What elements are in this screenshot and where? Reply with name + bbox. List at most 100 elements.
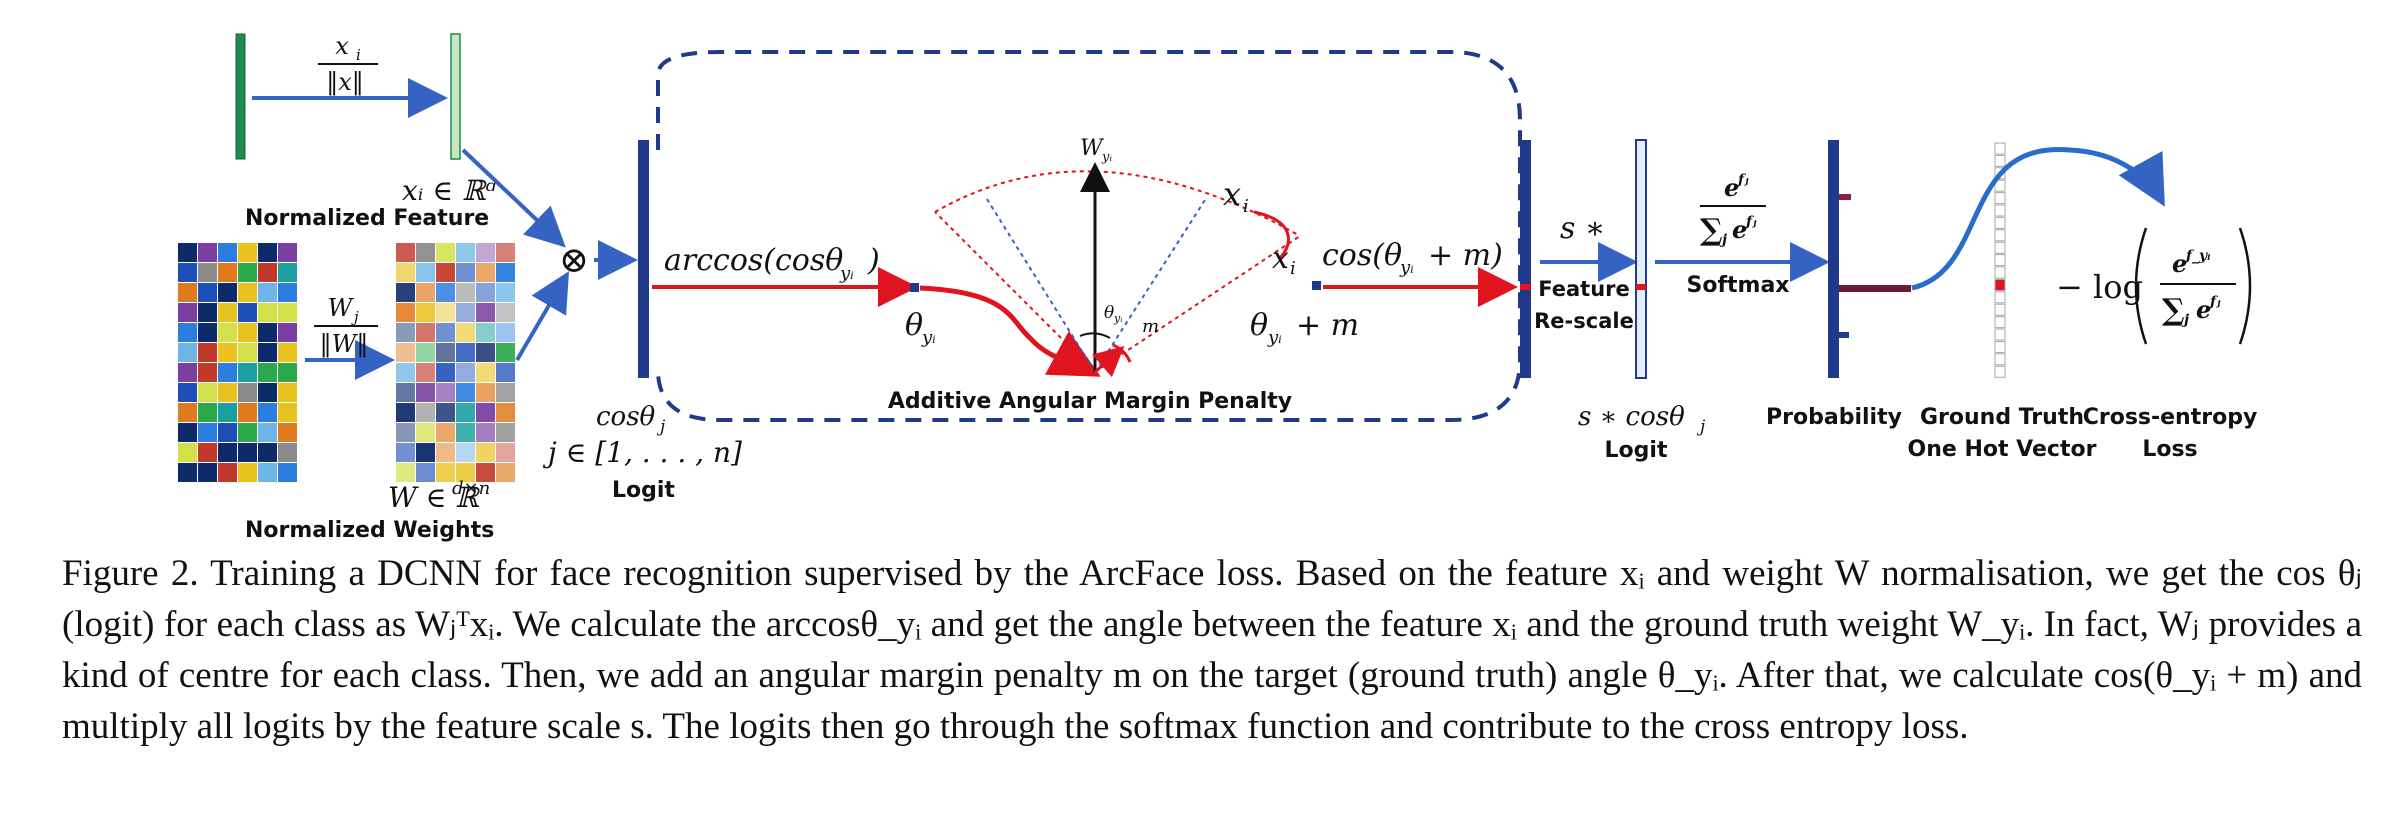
softmax-num: e xyxy=(1724,173,1739,202)
weights-to-multiply-arrow xyxy=(515,271,570,362)
weight-fraction-num-sub: j xyxy=(351,308,359,326)
cos-theta-m-rest: + m) xyxy=(1428,238,1503,273)
weight-cell xyxy=(198,463,217,482)
one-hot-cell xyxy=(1994,154,2006,167)
weight-cell xyxy=(436,403,455,422)
weight-cell xyxy=(258,383,277,402)
weight-cell xyxy=(476,283,495,302)
ce-num-e: e xyxy=(2172,249,2187,278)
weight-cell xyxy=(278,363,297,382)
weight-cell xyxy=(496,403,515,422)
logit-bar-left xyxy=(638,140,649,378)
softmax-den-sub: j xyxy=(1719,232,1727,248)
weight-cell xyxy=(238,283,257,302)
weight-cell xyxy=(456,383,475,402)
weight-cell xyxy=(238,263,257,282)
weight-cell xyxy=(436,423,455,442)
weight-cell xyxy=(436,283,455,302)
weight-cell xyxy=(178,403,197,422)
weight-cell xyxy=(238,243,257,262)
weight-cell xyxy=(396,243,415,262)
weight-cell xyxy=(396,263,415,282)
feature-rescale-2: Re-scale xyxy=(1534,309,1634,333)
weight-cell xyxy=(416,303,435,322)
weight-cell xyxy=(178,283,197,302)
raw-feature-bar xyxy=(235,33,246,160)
weight-cell xyxy=(476,243,495,262)
weight-cell xyxy=(436,263,455,282)
xi-marker xyxy=(1312,281,1321,290)
one-hot-cell xyxy=(1994,254,2006,267)
w-yi-label: W xyxy=(1080,136,1105,161)
weight-cell xyxy=(278,303,297,322)
weight-cell xyxy=(278,343,297,362)
normalized-weight-matrix xyxy=(396,243,515,482)
probability-bar xyxy=(1828,140,1839,378)
softmax-num-sup: fⱼ xyxy=(1737,172,1749,188)
raw-weight-matrix xyxy=(178,243,297,482)
one-hot-cell xyxy=(1994,303,2006,316)
arccos-label: arccos(cosθ xyxy=(664,243,843,278)
weight-cell xyxy=(178,423,197,442)
weight-cell xyxy=(456,323,475,342)
probability-tick-1 xyxy=(1839,194,1851,200)
weight-cell xyxy=(456,443,475,462)
weight-cell xyxy=(258,403,277,422)
right-paren xyxy=(2238,227,2252,345)
weight-cell xyxy=(178,303,197,322)
ground-truth-label-1: Ground Truth xyxy=(1920,405,2084,430)
xi-top-label: x xyxy=(1223,175,1241,213)
theta-yi-label: θ xyxy=(905,308,923,343)
probability-label: Probability xyxy=(1766,405,1902,430)
cross-entropy-label-1: Cross-entropy xyxy=(2083,405,2258,430)
weight-cell xyxy=(238,403,257,422)
one-hot-cell xyxy=(1994,340,2006,353)
weight-cell xyxy=(258,323,277,342)
weight-cell xyxy=(198,443,217,462)
cos-theta-j-sub: j xyxy=(656,417,666,437)
theta-angle-arc xyxy=(1079,332,1111,339)
cos-theta-j-label: cosθ xyxy=(596,402,656,432)
weight-space-label: W ∈ ℝ xyxy=(388,481,480,514)
weight-cell xyxy=(436,303,455,322)
weight-cell xyxy=(218,463,237,482)
weight-cell xyxy=(218,403,237,422)
xi-top-sub: i xyxy=(1243,196,1249,217)
weight-cell xyxy=(436,243,455,262)
weight-cell xyxy=(396,423,415,442)
fan-edge-right xyxy=(1094,235,1301,373)
weight-cell xyxy=(396,323,415,342)
weight-cell xyxy=(198,303,217,322)
weight-cell xyxy=(396,463,415,482)
weight-cell xyxy=(396,363,415,382)
weight-cell xyxy=(278,243,297,262)
weight-cell xyxy=(496,423,515,442)
j-range-label: j ∈ [1, . . . , n] xyxy=(542,436,742,469)
weight-cell xyxy=(198,243,217,262)
weight-cell xyxy=(178,463,197,482)
weight-cell xyxy=(436,443,455,462)
weight-cell xyxy=(278,263,297,282)
one-hot-target-cell xyxy=(1994,278,2006,291)
weight-cell xyxy=(258,423,277,442)
cos-theta-m-label: cos(θ xyxy=(1322,238,1402,273)
weight-cell xyxy=(456,283,475,302)
probability-target xyxy=(1839,285,1911,292)
loss-curve xyxy=(1911,147,2165,291)
weight-cell xyxy=(456,303,475,322)
weight-cell xyxy=(258,463,277,482)
weight-cell xyxy=(476,343,495,362)
weight-cell xyxy=(218,343,237,362)
one-hot-cell xyxy=(1994,353,2006,366)
left-paren xyxy=(2134,227,2148,345)
weight-cell xyxy=(198,363,217,382)
cross-entropy-label-2: Loss xyxy=(2142,437,2197,462)
theta-yi-sub: yᵢ xyxy=(921,327,936,348)
weight-cell xyxy=(198,263,217,282)
weight-cell xyxy=(278,323,297,342)
feature-fraction-num-sub: i xyxy=(356,46,361,64)
feature-to-multiply-arrow xyxy=(461,148,566,248)
weight-cell xyxy=(416,443,435,462)
xi-side-label: x xyxy=(1272,241,1289,276)
weight-cell xyxy=(396,383,415,402)
